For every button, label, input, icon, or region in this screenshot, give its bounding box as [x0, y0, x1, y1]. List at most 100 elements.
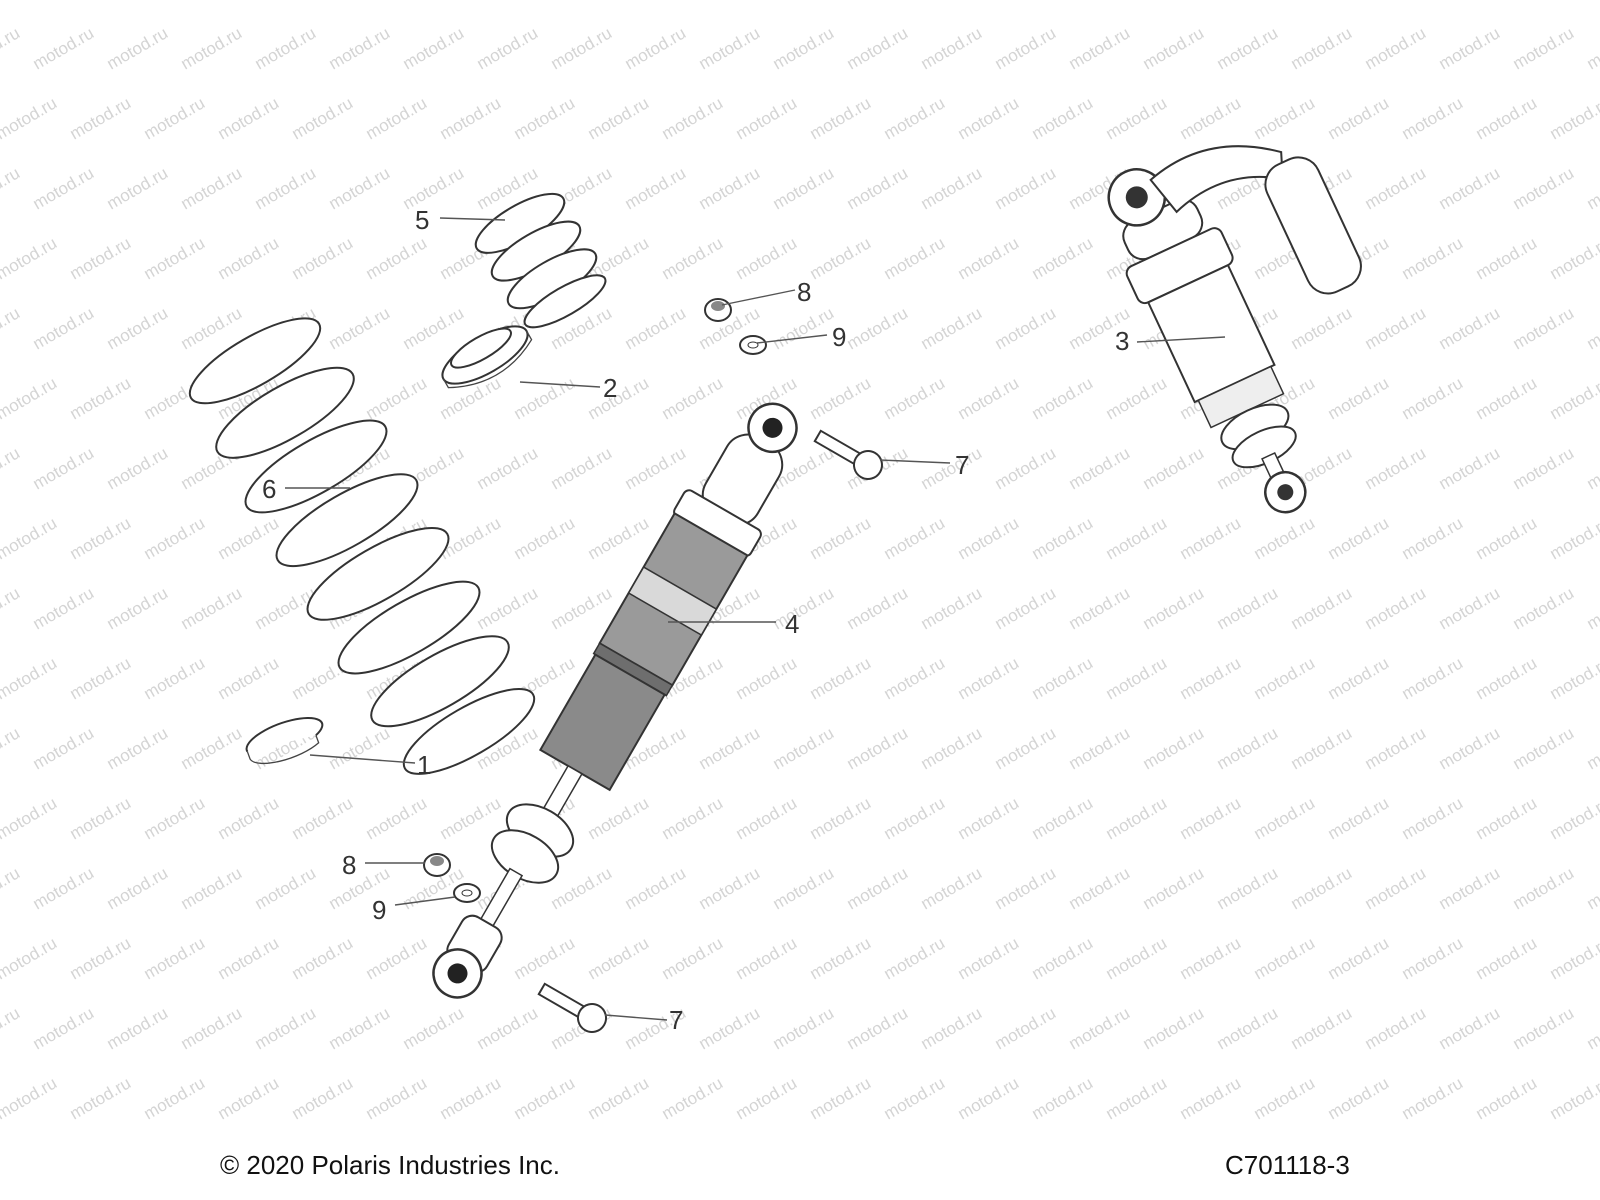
- watermark-text: motod.ru: [807, 513, 875, 563]
- watermark-text: motod.ru: [881, 793, 949, 843]
- watermark-text: motod.ru: [696, 1003, 764, 1053]
- watermark-text: motod.ru: [289, 1073, 357, 1123]
- watermark-text: motod.ru: [67, 1073, 135, 1123]
- callout-7-lower: 7: [669, 1005, 683, 1035]
- watermark-text: motod.ru: [1436, 443, 1504, 493]
- watermark-text: motod.ru: [1547, 513, 1600, 563]
- watermark-text: motod.ru: [326, 23, 394, 73]
- watermark-text: motod.ru: [1510, 163, 1578, 213]
- watermark-text: motod.ru: [1362, 443, 1430, 493]
- watermark-text: motod.ru: [67, 233, 135, 283]
- part-3-shock-assembly: [1107, 145, 1362, 514]
- drawing-number: C701118-3: [1225, 1150, 1350, 1180]
- watermark-text: motod.ru: [67, 933, 135, 983]
- watermark-text: motod.ru: [474, 583, 542, 633]
- watermark-text: motod.ru: [511, 93, 579, 143]
- watermark-text: motod.ru: [363, 373, 431, 423]
- watermark-text: motod.ru: [1214, 23, 1282, 73]
- leader-3: [1136, 336, 1226, 343]
- watermark-text: motod.ru: [1547, 653, 1600, 703]
- watermark-text: motod.ru: [844, 723, 912, 773]
- watermark-text: motod.ru: [955, 373, 1023, 423]
- watermark-text: motod.ru: [992, 1003, 1060, 1053]
- watermark-text: motod.ru: [1473, 653, 1541, 703]
- watermark-text: motod.ru: [104, 23, 172, 73]
- watermark-text: motod.ru: [807, 93, 875, 143]
- watermark-text: motod.ru: [1399, 0, 1467, 3]
- watermark-text: motod.ru: [104, 863, 172, 913]
- watermark-text: motod.ru: [1362, 303, 1430, 353]
- watermark-text: motod.ru: [30, 723, 98, 773]
- watermark-text: motod.ru: [918, 303, 986, 353]
- watermark-text: motod.ru: [1251, 0, 1319, 3]
- watermark-text: motod.ru: [289, 233, 357, 283]
- watermark-text: motod.ru: [1140, 723, 1208, 773]
- watermark-text: motod.ru: [1510, 443, 1578, 493]
- watermark-text: motod.ru: [1436, 163, 1504, 213]
- watermark-text: motod.ru: [1399, 233, 1467, 283]
- watermark-text: motod.ru: [1547, 793, 1600, 843]
- watermark-text: motod.ru: [178, 723, 246, 773]
- watermark-text: motod.ru: [363, 933, 431, 983]
- watermark-text: motod.ru: [289, 793, 357, 843]
- watermark-text: motod.ru: [363, 1073, 431, 1123]
- watermark-text: motod.ru: [1362, 583, 1430, 633]
- watermark-text: motod.ru: [696, 23, 764, 73]
- watermark-text: motod.ru: [30, 443, 98, 493]
- watermark-text: motod.ru: [1140, 23, 1208, 73]
- watermark-text: motod.ru: [1547, 933, 1600, 983]
- watermark-text: motod.ru: [1325, 373, 1393, 423]
- watermark-text: motod.ru: [1399, 933, 1467, 983]
- watermark-text: motod.ru: [1584, 723, 1600, 773]
- watermark-text: motod.ru: [30, 1003, 98, 1053]
- watermark-text: motod.ru: [0, 443, 23, 493]
- watermark-text: motod.ru: [0, 863, 23, 913]
- leader-1: [309, 754, 416, 764]
- watermark-text: motod.ru: [1251, 793, 1319, 843]
- watermark-text: motod.ru: [1103, 93, 1171, 143]
- watermark-text: motod.ru: [67, 0, 135, 3]
- watermark-text: motod.ru: [215, 513, 283, 563]
- watermark-text: motod.ru: [1325, 0, 1393, 3]
- watermark-text: motod.ru: [474, 23, 542, 73]
- watermark-text: motod.ru: [437, 1073, 505, 1123]
- watermark-text: motod.ru: [696, 863, 764, 913]
- watermark-text: motod.ru: [363, 0, 431, 3]
- watermark-text: motod.ru: [881, 1073, 949, 1123]
- watermark-text: motod.ru: [1399, 793, 1467, 843]
- watermark-text: motod.ru: [1436, 583, 1504, 633]
- watermark-text: motod.ru: [1029, 653, 1097, 703]
- watermark-text: motod.ru: [474, 443, 542, 493]
- watermark-text: motod.ru: [1362, 863, 1430, 913]
- watermark-text: motod.ru: [1177, 793, 1245, 843]
- watermark-text: motod.ru: [1029, 793, 1097, 843]
- watermark-text: motod.ru: [585, 513, 653, 563]
- watermark-text: motod.ru: [955, 653, 1023, 703]
- watermark-text: motod.ru: [1547, 233, 1600, 283]
- callout-9-upper: 9: [832, 322, 846, 352]
- part-8-nut-lower: [423, 853, 451, 877]
- watermark-text: motod.ru: [289, 0, 357, 3]
- watermark-text: motod.ru: [770, 303, 838, 353]
- watermark-text: motod.ru: [733, 93, 801, 143]
- watermark-text: motod.ru: [1288, 583, 1356, 633]
- watermark-text: motod.ru: [1473, 0, 1541, 3]
- watermark-text: motod.ru: [733, 1073, 801, 1123]
- watermark-text: motod.ru: [178, 23, 246, 73]
- watermark-text: motod.ru: [1140, 863, 1208, 913]
- watermark-text: motod.ru: [1584, 23, 1600, 73]
- watermark-text: motod.ru: [807, 793, 875, 843]
- watermark-text: motod.ru: [1029, 373, 1097, 423]
- watermark-text: motod.ru: [1510, 863, 1578, 913]
- watermark-text: motod.ru: [1473, 793, 1541, 843]
- watermark-text: motod.ru: [67, 93, 135, 143]
- watermark-text: motod.ru: [326, 163, 394, 213]
- callout-3: 3: [1115, 326, 1129, 356]
- watermark-text: motod.ru: [1399, 93, 1467, 143]
- watermark-text: motod.ru: [1029, 0, 1097, 3]
- watermark-text: motod.ru: [622, 23, 690, 73]
- watermark-text: motod.ru: [326, 1003, 394, 1053]
- watermark-text: motod.ru: [1473, 233, 1541, 283]
- watermark-text: motod.ru: [659, 0, 727, 3]
- watermark-text: motod.ru: [1584, 863, 1600, 913]
